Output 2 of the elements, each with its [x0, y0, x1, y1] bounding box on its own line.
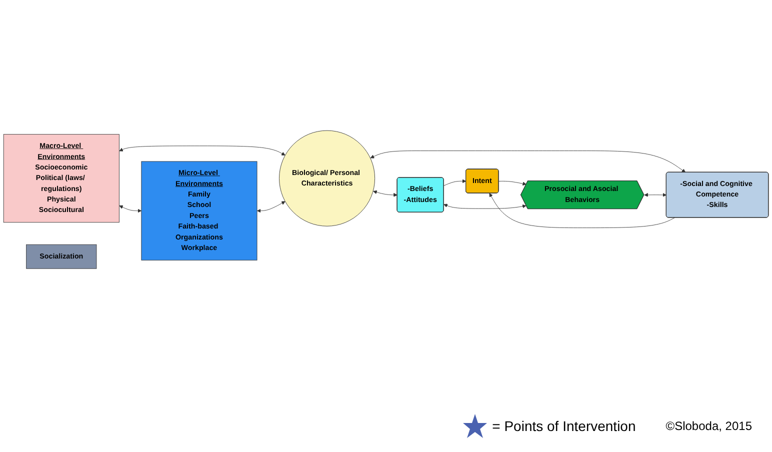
copyright-note: ©Sloboda, 2015	[666, 419, 752, 433]
legend-text: = Points of Intervention	[492, 418, 636, 434]
